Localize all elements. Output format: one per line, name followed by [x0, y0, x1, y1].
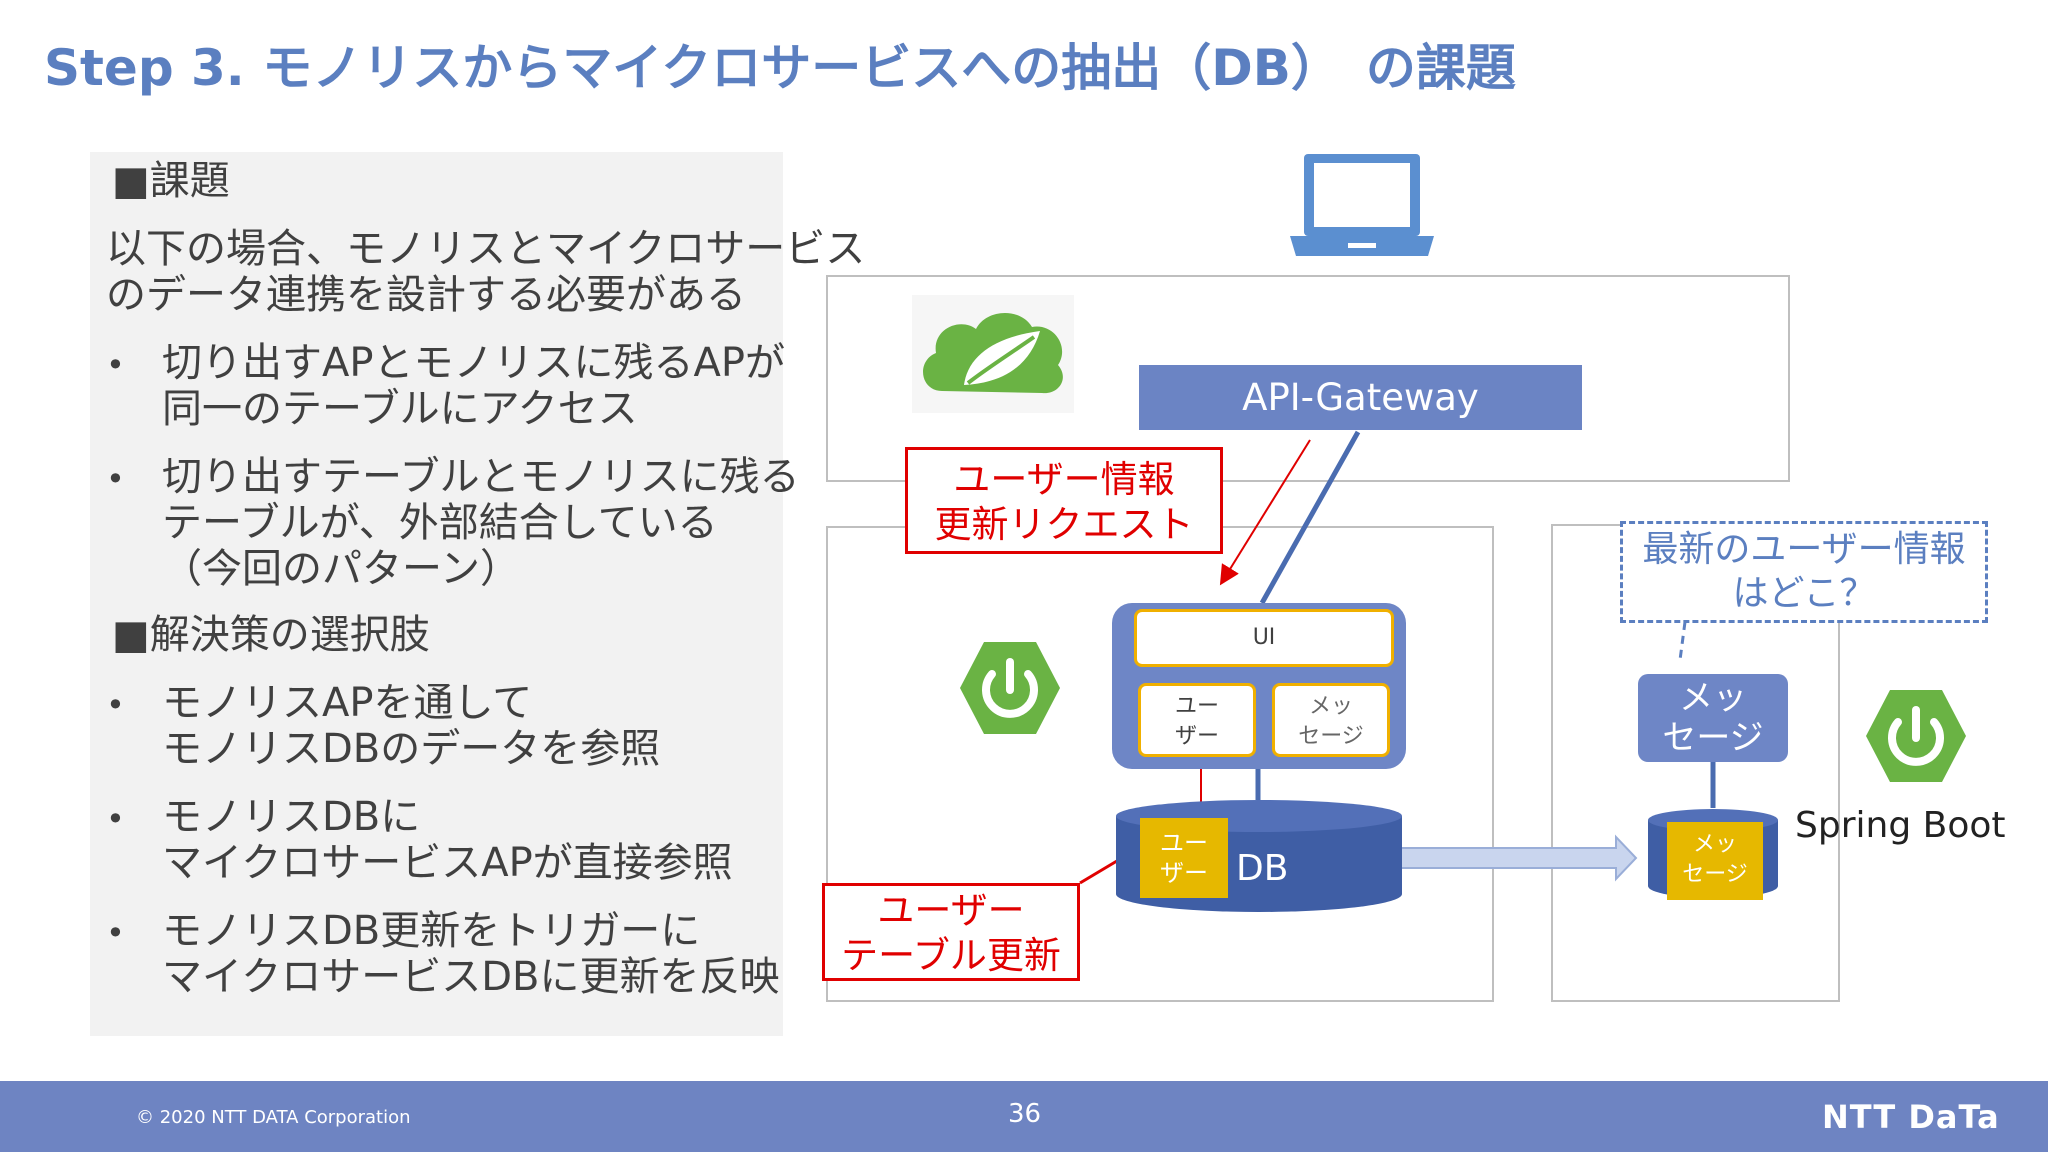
question-callout: 最新のユーザー情報 はどこ？: [1620, 521, 1988, 623]
message-module: メッ セージ: [1272, 683, 1390, 757]
msg-service-line2: セージ: [1662, 718, 1764, 758]
section-heading-solutions: ■解決策の選択肢: [112, 612, 430, 658]
request-label-line2: 更新リクエスト: [934, 503, 1194, 546]
copyright: © 2020 NTT DATA Corporation: [136, 1107, 411, 1128]
request-label-line1: ユーザー情報: [953, 458, 1175, 501]
table-update-line1: ユーザー: [877, 889, 1025, 932]
table-update-line2: テーブル更新: [841, 934, 1061, 977]
bullet-dot: •: [106, 914, 125, 952]
gateway-to-service-line: [1259, 430, 1361, 605]
issue-1-line2: 同一のテーブルにアクセス: [162, 386, 638, 432]
section-heading-issues: ■課題: [112, 158, 230, 204]
intro-text-line2: のデータ連携を設計する必要がある: [106, 272, 746, 318]
bullet-dot: •: [106, 686, 125, 724]
laptop-icon: [1290, 154, 1434, 256]
question-line2: はどこ？: [1732, 573, 1876, 614]
footer-bar: [0, 1081, 2048, 1152]
callout-pointer: [1678, 621, 1687, 661]
db-user-table-line2: ザー: [1160, 859, 1208, 887]
brand-logo: NTT DaTa: [1822, 1098, 2000, 1136]
request-label-box: ユーザー情報 更新リクエスト: [905, 447, 1223, 554]
msg-db-line2: セージ: [1682, 862, 1748, 887]
request-arrow: [1219, 439, 1311, 586]
user-module-line1: ユー: [1174, 694, 1219, 719]
message-module-line1: メッ: [1308, 694, 1353, 719]
bullet-dot: •: [106, 346, 125, 384]
db-user-table: ユー ザー: [1140, 818, 1228, 898]
db-label: DB: [1236, 848, 1289, 889]
issue-1-line1: 切り出すAPとモノリスに残るAPが: [162, 340, 785, 386]
option-3-line1: モノリスDB更新をトリガーに: [162, 908, 701, 954]
option-3-line2: マイクロサービスDBに更新を反映: [162, 954, 780, 1000]
bullet-dot: •: [106, 800, 125, 838]
option-1-line1: モノリスAPを通して: [162, 680, 533, 726]
message-service: メッ セージ: [1638, 674, 1788, 762]
option-2-line1: モノリスDBに: [162, 794, 421, 840]
spring-boot-label: Spring Boot: [1795, 805, 2006, 846]
page-number: 36: [1008, 1099, 1042, 1129]
issues-panel: [90, 152, 783, 1036]
slide-title: Step 3. モノリスからマイクロサービスへの抽出（DB） の課題: [44, 39, 1516, 97]
issue-2-line1: 切り出すテーブルとモノリスに残る: [162, 454, 800, 500]
api-gateway-box: API-Gateway: [1139, 365, 1582, 430]
issue-2-line2: テーブルが、外部結合している: [162, 500, 718, 546]
msg-db-line1: メッ: [1692, 832, 1737, 857]
spring-boot-power-icon: [1866, 690, 1966, 782]
spring-cloud-leaf-icon: [912, 295, 1074, 413]
option-1-line2: モノリスDBのデータを参照: [162, 726, 661, 772]
issue-2-line3: （今回のパターン）: [162, 546, 520, 592]
db-message-table: メッ セージ: [1667, 822, 1763, 900]
db-user-table-line1: ユー: [1160, 829, 1208, 857]
ui-module: UI: [1134, 609, 1394, 667]
intro-text-line1: 以下の場合、モノリスとマイクロサービス: [106, 226, 866, 272]
spring-boot-power-icon: [960, 642, 1060, 734]
bullet-dot: •: [106, 460, 125, 498]
user-module: ユー ザー: [1138, 683, 1256, 757]
msg-service-line1: メッ: [1679, 678, 1747, 718]
option-2-line2: マイクロサービスAPが直接参照: [162, 840, 733, 886]
question-line1: 最新のユーザー情報: [1642, 529, 1966, 570]
message-module-line2: セージ: [1298, 724, 1364, 749]
table-update-box: ユーザー テーブル更新: [822, 883, 1080, 981]
user-module-line2: ザー: [1174, 724, 1219, 749]
sync-arrow: [1396, 834, 1638, 882]
